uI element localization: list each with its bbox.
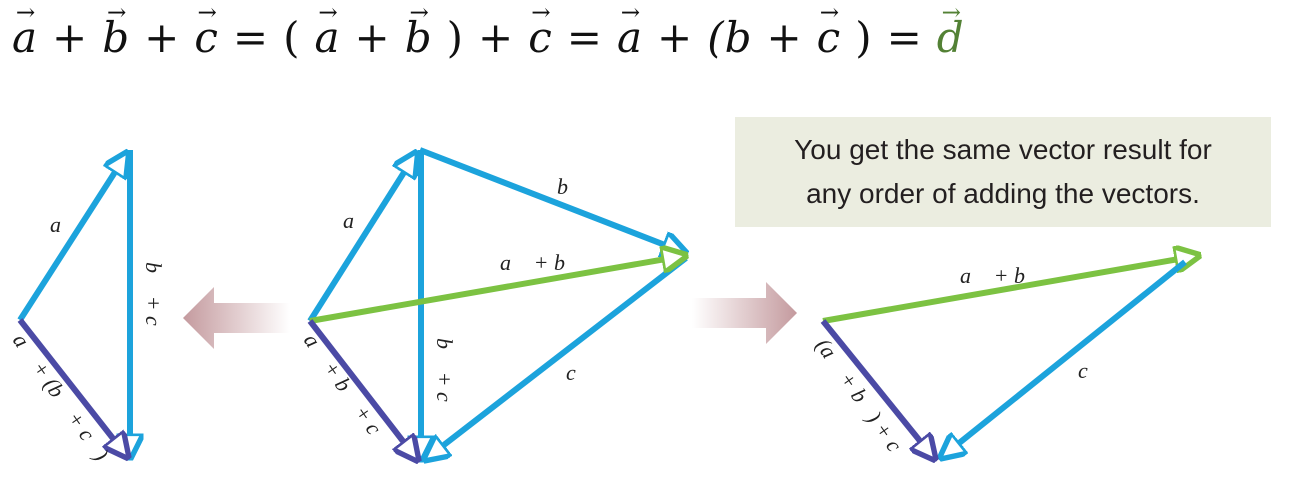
center-diagram: a⃗ b⃗ a⃗ + b⃗ c⃗ b⃗ + c⃗ a⃗ + b⃗ + c⃗ [299, 150, 686, 458]
equation-operator: = [566, 12, 603, 62]
equation-operator: + [656, 12, 694, 62]
associativity-equation: a + b + c = ( a + b) + c = a + (b + c) = d [12, 2, 979, 72]
left-diagram: a⃗ b⃗ + c⃗ a⃗ + (b⃗ + c⃗) [8, 150, 166, 465]
equation-vector: b [102, 13, 130, 62]
label-resultant: (a⃗ + b⃗) + c⃗ [811, 334, 917, 471]
label-b-plus-c: b⃗ + c⃗ [141, 262, 166, 343]
label-c: c⃗ [566, 360, 593, 385]
vector-resultant [17, 318, 126, 455]
equation-operator: + [354, 12, 391, 62]
equation-operator: = [886, 12, 923, 62]
vector-resultant [820, 319, 933, 457]
vector-a-plus-b [822, 256, 1196, 324]
label-resultant: a⃗ + (b⃗ + c⃗) [8, 329, 114, 466]
vector-c [943, 259, 1187, 456]
equation-vector: a [314, 13, 340, 62]
label-c: c⃗ [1078, 358, 1105, 383]
transition-arrow-left [183, 287, 290, 349]
label-b-plus-c: b⃗ + c⃗ [432, 338, 457, 419]
equation-operator: = [232, 12, 270, 62]
equation-result-vector: d [937, 13, 965, 62]
equation-operator: ( [283, 12, 301, 62]
callout-line-1: You get the same vector result for [794, 134, 1212, 165]
equation-operator: + [478, 12, 515, 62]
vector-a [17, 155, 126, 322]
equation-vector: c [528, 13, 553, 62]
equation-operator: + [144, 12, 181, 62]
label-a-plus-b: a⃗ + b⃗ [960, 263, 1042, 288]
label-resultant: a⃗ + b⃗ + c⃗ [299, 329, 397, 454]
vector-b [418, 147, 683, 252]
equation-vector: a [12, 13, 38, 62]
label-a: a⃗ [50, 212, 78, 237]
equation-operator: ) [855, 12, 873, 62]
label-a: a⃗ [343, 208, 371, 233]
equation-vector: c [194, 13, 219, 62]
equation-operator: + [52, 12, 89, 62]
vector-a [307, 155, 415, 323]
equation-vector: c [817, 13, 842, 62]
vector-a-plus-b [309, 256, 683, 324]
label-a-plus-b: a⃗ + b⃗ [500, 250, 582, 275]
equation-vector: a [617, 13, 643, 62]
label-b: b⃗ [557, 174, 585, 199]
callout-line-2: any order of adding the vectors. [806, 178, 1200, 209]
vector-c [427, 255, 688, 458]
callout-box: You get the same vector result for any o… [735, 117, 1271, 227]
equation-operator: + [766, 12, 803, 62]
transition-arrow-right [692, 282, 797, 344]
equation-vector: (b [707, 12, 753, 62]
equation-vector: b [405, 13, 433, 62]
equation-operator: ) [446, 12, 464, 62]
vector-resultant [307, 319, 416, 458]
right-diagram: a⃗ + b⃗ c⃗ (a⃗ + b⃗) + c⃗ [811, 256, 1196, 470]
